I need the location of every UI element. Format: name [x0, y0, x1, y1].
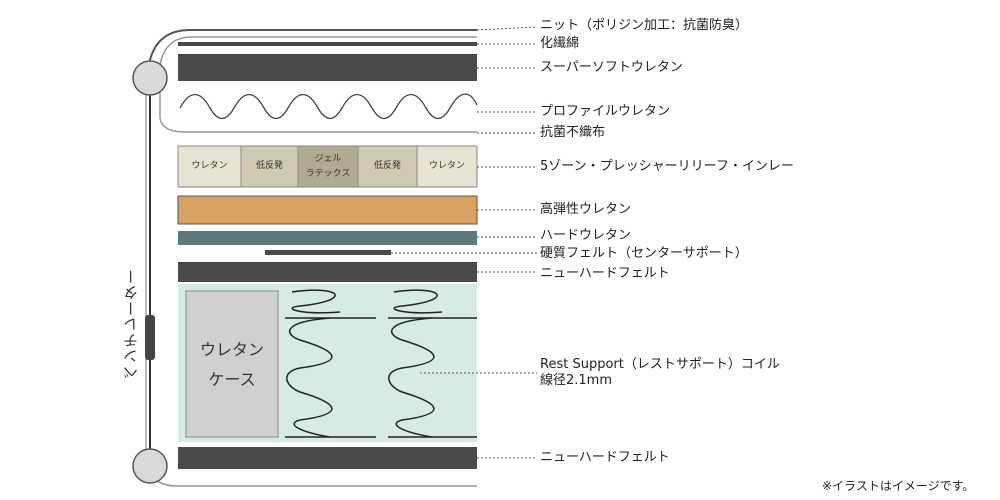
leader-lines	[391, 26, 538, 459]
coil-left	[285, 289, 376, 438]
bottom-handle	[132, 448, 168, 484]
label-knit: ニット（ポリジン加工：抗菌防臭）	[540, 18, 749, 33]
ventilator-label: ベンチレーター	[122, 268, 140, 380]
layer-new-hard-felt-top	[178, 262, 477, 282]
pillow-top-outline	[159, 65, 477, 133]
label-new-hard-felt-bottom: ニューハードフェルト	[540, 450, 670, 465]
zone-3-label-line2: ラテックス	[305, 169, 351, 179]
layer-high-resilience	[177, 195, 478, 225]
label-five-zone: 5ゾーン・プレッシャーリリーフ・インレー	[540, 159, 794, 174]
zone-2-label: 低反発	[255, 161, 283, 171]
label-high-resilience: 高弾性ウレタン	[540, 202, 632, 217]
label-new-hard-felt-top: ニューハードフェルト	[540, 266, 670, 281]
cover-inner-outline	[159, 36, 477, 66]
top-handle	[132, 60, 168, 96]
case-label-line2: ケース	[208, 370, 256, 389]
layer-profile-wave	[179, 93, 478, 120]
ventilator-handle	[145, 315, 155, 360]
zone-1-label: ウレタン	[191, 161, 228, 171]
label-super-soft: スーパーソフトウレタン	[540, 60, 683, 75]
zone-4-label: 低反発	[373, 161, 401, 171]
label-profile: プロファイルウレタン	[540, 104, 671, 119]
zone-5-label: ウレタン	[428, 161, 465, 171]
label-coil-line2: 線径2.1mm	[540, 373, 613, 388]
label-coil-line1: Rest Support（レストサポート）コイル	[540, 357, 780, 372]
layer-hard-urethane	[178, 231, 477, 245]
label-hard-urethane: ハードウレタン	[540, 228, 632, 243]
illustration-note: ※イラストはイメージです。	[822, 479, 975, 493]
label-hard-felt: 硬質フェルト（センターサポート）	[540, 246, 748, 261]
cover-outline	[149, 29, 477, 460]
label-antibacterial-nonwoven: 抗菌不織布	[540, 125, 606, 140]
layer-super-soft	[178, 54, 477, 81]
label-synthetic-cotton: 化繊綿	[540, 36, 580, 51]
zone-3-label-line1: ジェル	[314, 154, 342, 164]
case-label-line1: ウレタン	[199, 340, 264, 359]
layer-five-zone	[177, 145, 478, 188]
layer-new-hard-felt-bottom	[178, 447, 477, 469]
layer-hard-felt	[265, 250, 391, 255]
coil-right	[388, 289, 477, 438]
layer-synthetic-cotton	[178, 42, 477, 46]
urethane-case	[185, 290, 279, 438]
